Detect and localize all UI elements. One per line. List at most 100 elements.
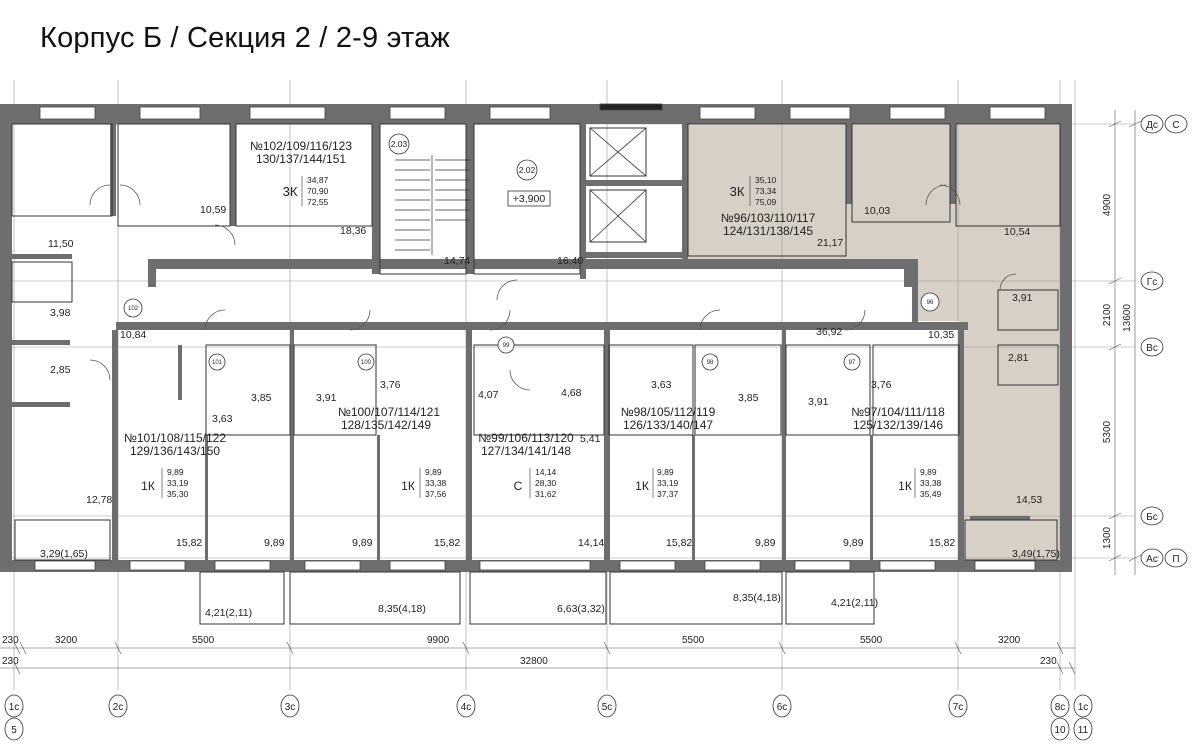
apt-numbers: №96/103/110/117 [721,211,816,225]
room-areas: 10,59 18,36 14,74 16,40 21,17 10,03 10,5… [40,204,1060,619]
axis-labels-bottom: 1с 5 2с 3с 4с 5с 6с 7с 8с 10 1с 11 [9,702,1089,736]
apt-area: 9,89 [167,467,184,477]
room-area: 3,49(1,75) [1012,548,1060,560]
room-area: 15,82 [666,537,692,549]
dim: 5500 [192,635,215,646]
axis-label: 7с [953,702,964,713]
dim: 230 [2,656,19,667]
page-title: Корпус Б / Секция 2 / 2-9 этаж [40,22,451,54]
room-area: 9,89 [264,537,285,549]
highlighted-apartment [686,125,1060,571]
apt-area: 9,89 [425,467,442,477]
room-area: 12,78 [86,494,112,506]
apt-area: 33,19 [657,478,679,488]
apt-numbers: 125/132/139/146 [853,418,943,432]
dim: 3200 [55,635,78,646]
room-area: 3,85 [738,392,759,404]
axis-markers-right [1140,114,1188,568]
room-area: 4,07 [478,389,499,401]
axis-label: П [1172,554,1179,565]
dim: 5500 [682,635,705,646]
tag-98: 98 [707,360,714,366]
apt-type: 1К [635,479,649,493]
room-area: 2,85 [50,364,71,376]
apt-numbers: 127/134/141/148 [481,444,571,458]
apt-area: 34,87 [307,175,329,185]
apt-area: 9,89 [920,467,937,477]
apt-numbers: 130/137/144/151 [256,152,346,166]
room-area: 15,82 [434,537,460,549]
apt-area: 37,56 [425,489,447,499]
room-area: 4,21(2,11) [831,597,878,609]
axis-label: 11 [1078,725,1089,736]
room-area: 10,59 [200,204,226,216]
room-area: 6,63(3,32) [557,603,605,615]
apt-area: 70,90 [307,186,329,196]
tag-99: 99 [503,343,510,349]
partitions [11,123,1061,561]
apt-numbers: 126/133/140/147 [623,418,713,432]
room-area: 5,41 [580,433,601,445]
axis-label: 3с [285,702,296,713]
room-area: 4,68 [561,387,582,399]
axis-label: 4с [461,702,472,713]
dim: 3200 [998,635,1021,646]
apartment-label-3k-left: №102/109/116/123 130/137/144/151 3К 34,8… [250,139,352,207]
apt-numbers: 129/136/143/150 [130,444,220,458]
interior-walls [12,124,1030,560]
apt-area: 9,89 [657,467,674,477]
dim: 9900 [427,635,450,646]
dim: 32800 [520,656,548,667]
apartment-label-97: №97/104/111/118 125/132/139/146 1К 9,89 … [851,405,945,499]
room-area: 9,89 [843,537,864,549]
room-area: 15,82 [929,537,955,549]
room-area: 8,35(4,18) [378,603,426,615]
room-tag-circles [123,133,940,371]
axis-label: 1с [9,702,20,713]
room-area: 14,74 [444,255,470,267]
room-area: 18,36 [340,225,366,237]
dim: 5500 [860,635,883,646]
apt-numbers: 128/135/142/149 [341,418,431,432]
apt-area: 33,38 [425,478,447,488]
axis-label: 8с [1055,702,1066,713]
apt-type: 1К [141,479,155,493]
apt-area: 35,30 [167,489,189,499]
room-area: 14,14 [578,537,604,549]
apt-area: 35,49 [920,489,942,499]
dim: 13600 [1122,304,1133,332]
room-area: 15,82 [176,537,202,549]
apt-area: 14,14 [535,467,557,477]
tag-100: 100 [361,360,372,366]
axis-markers-bottom [4,694,1093,741]
axis-labels-right: Дс С Гс Вс Бс Ас П [1146,120,1180,565]
room-area: 11,50 [48,238,74,250]
dim: 4900 [1102,193,1113,216]
axis-label: Ас [1146,554,1158,565]
apartment-label-101: №101/108/115/122 129/136/143/150 1К 9,89… [124,431,226,499]
apt-area: 37,37 [657,489,679,499]
room-area: 3,85 [251,392,272,404]
apt-area: 73,34 [755,186,777,196]
apt-type: 1К [898,479,912,493]
room-area: 3,91 [1012,292,1033,304]
apt-area: 33,19 [167,478,189,488]
dimension-labels: 230 3200 5500 9900 5500 5500 3200 230 32… [2,193,1133,667]
tag-96: 96 [927,300,934,306]
dimension-lines [0,110,1142,675]
apartment-label-99: №99/106/113/120 127/134/141/148 С 14,14 … [478,431,574,499]
room-area: 2,81 [1008,352,1029,364]
apartment-label-3k-right: 3К 35,10 73,34 75,09 №96/103/110/117 124… [721,175,816,238]
dim: 2100 [1102,303,1113,326]
top-windows [39,103,1046,120]
apt-area: 35,10 [755,175,777,185]
apt-area: 33,38 [920,478,942,488]
axis-label: 1с [1078,702,1089,713]
elevation-mark-box [507,190,551,207]
axis-label: 2с [113,702,124,713]
axis-label: С [1172,120,1179,131]
room-area: 3,63 [212,413,233,425]
room-area: 8,35(4,18) [733,592,781,604]
apt-type: С [514,479,523,493]
